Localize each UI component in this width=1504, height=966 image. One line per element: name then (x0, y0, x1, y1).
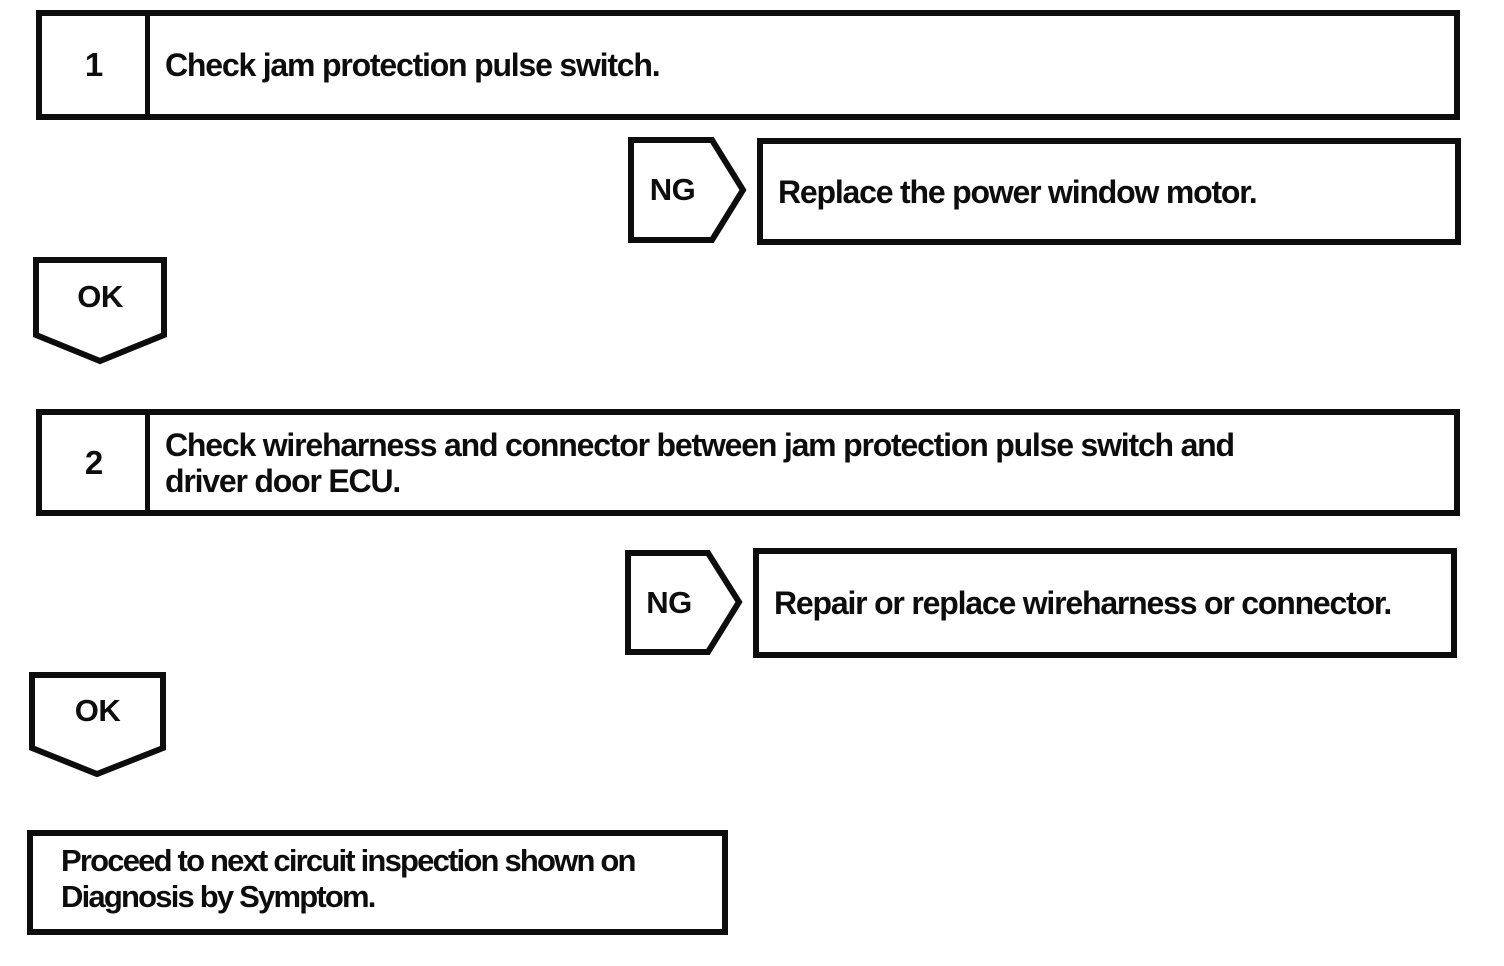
ok-down-arrow-icon (29, 672, 166, 778)
step-1-ok-label: OK (77, 279, 123, 314)
ok-down-arrow-icon (33, 257, 167, 365)
terminal-box: Proceed to next circuit inspection shown… (27, 830, 728, 935)
step-2-box: 2 Check wireharness and connector betwee… (36, 409, 1460, 516)
step-2-ng-result-box: Repair or replace wireharness or connect… (753, 548, 1457, 658)
step-1-ok-arrow: OK (33, 257, 167, 365)
step-1-instruction: Check jam protection pulse switch. (165, 47, 661, 83)
step-2-number: 2 (42, 415, 150, 510)
ng-right-arrow-icon (625, 550, 743, 655)
step-2-instruction: Check wireharness and connector between … (165, 426, 1235, 499)
step-1-ng-arrow: NG (628, 137, 747, 243)
step-2-ng-label: NG (646, 584, 692, 620)
step-1-box: 1 Check jam protection pulse switch. (36, 10, 1460, 120)
step-1-ng-label: NG (649, 172, 696, 207)
step-1-number: 1 (42, 16, 150, 114)
ng-right-arrow-icon (628, 137, 747, 243)
step-2-ng-arrow: NG (625, 550, 743, 655)
step-2-ok-arrow: OK (29, 672, 166, 778)
step-1-ng-result-box: Replace the power window motor. (757, 138, 1461, 245)
step-2-ok-label: OK (74, 693, 121, 728)
